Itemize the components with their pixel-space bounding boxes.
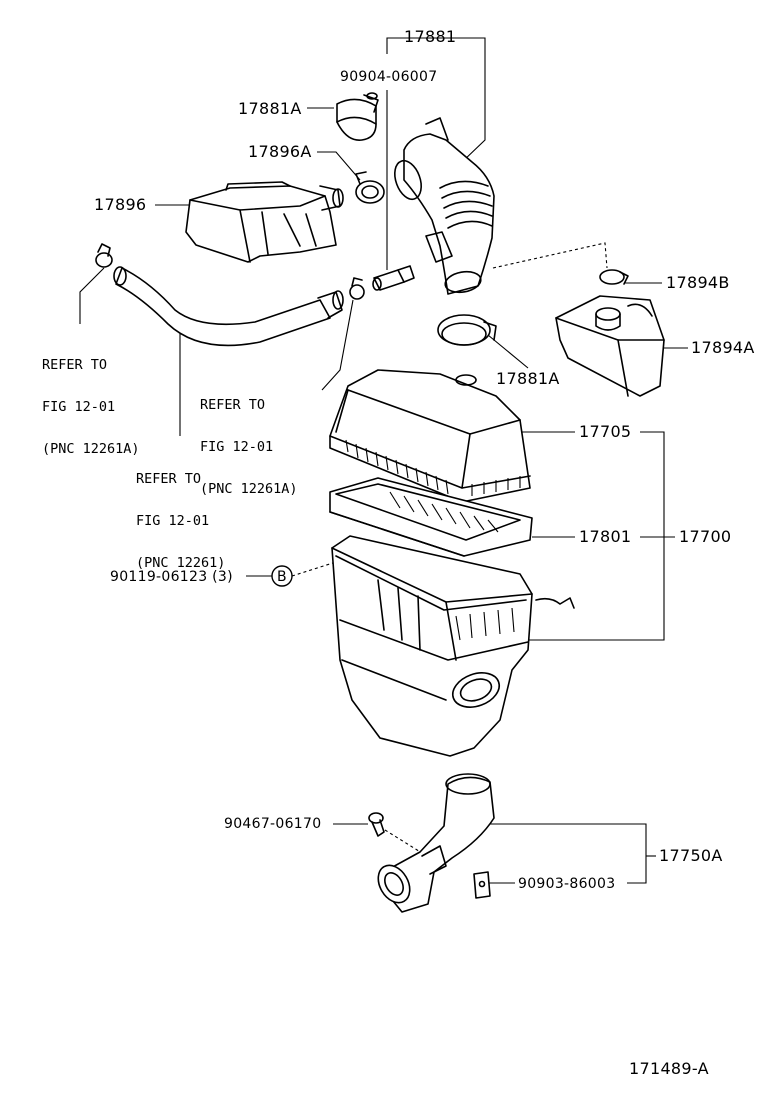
part-label-17881a-bottom: 17881A: [496, 369, 560, 388]
bolt-90467-drawing: [368, 812, 385, 837]
reference-note-left: REFER TO FIG 12-01 (PNC 12261A): [42, 330, 140, 470]
resonator-17896-drawing: [185, 181, 344, 263]
reference-line: REFER TO: [42, 357, 108, 373]
clip-90903-drawing: [473, 871, 491, 899]
clamp-17881a-top-drawing: [336, 92, 379, 141]
air-cleaner-case-drawing: [331, 535, 575, 757]
part-label-17894b: 17894B: [666, 273, 730, 292]
reference-note-lower: REFER TO FIG 12-01 (PNC 12261): [136, 444, 225, 584]
hose-12261a-drawing: [113, 266, 344, 347]
reference-line: FIG 12-01: [200, 439, 274, 455]
figure-code: 171489-A: [629, 1059, 709, 1078]
clip-mid-drawing: [349, 277, 365, 300]
reference-line: (PNC 12261A): [42, 441, 140, 457]
filter-element-17801-drawing: [329, 477, 533, 557]
intake-hose-17881-drawing: [394, 117, 495, 295]
fitting-90904-drawing: [372, 265, 415, 291]
part-label-90119-06123: 90119-06123 (3): [110, 569, 233, 585]
reference-line: REFER TO: [200, 397, 266, 413]
part-label-17705: 17705: [579, 422, 632, 441]
reference-line: (PNC 12261): [136, 555, 226, 571]
callout-b-label: B: [277, 569, 287, 585]
intake-duct-17750a-drawing: [377, 773, 495, 913]
part-label-17881: 17881: [404, 27, 457, 46]
reference-note-mid: REFER TO FIG 12-01 (PNC 12261A): [200, 370, 298, 510]
part-label-17894a: 17894A: [691, 338, 755, 357]
clamp-17896a-drawing: [355, 171, 385, 204]
leader-lines: [79, 37, 688, 884]
part-label-17801: 17801: [579, 527, 632, 546]
part-label-17881a-top: 17881A: [238, 99, 302, 118]
part-label-90904-06007: 90904-06007: [340, 69, 438, 85]
reference-line: FIG 12-01: [42, 399, 116, 415]
resonator-tank-17894a-drawing: [555, 295, 665, 397]
air-cleaner-cap-17705-drawing: [329, 369, 531, 503]
part-label-17896: 17896: [94, 195, 147, 214]
part-label-17700: 17700: [679, 527, 732, 546]
clip-left-drawing: [95, 243, 113, 268]
part-label-17750a: 17750A: [659, 846, 723, 865]
part-label-90903-86003: 90903-86003: [518, 876, 616, 892]
callout-b-circle: [271, 565, 293, 587]
clamp-17881a-bottom-drawing: [437, 314, 497, 346]
part-label-17896a: 17896A: [248, 142, 312, 161]
reference-line: (PNC 12261A): [200, 481, 298, 497]
reference-line: FIG 12-01: [136, 513, 210, 529]
reference-line: REFER TO: [136, 471, 202, 487]
part-label-90467-06170: 90467-06170: [224, 816, 322, 832]
clamp-17894b-drawing: [599, 269, 629, 285]
